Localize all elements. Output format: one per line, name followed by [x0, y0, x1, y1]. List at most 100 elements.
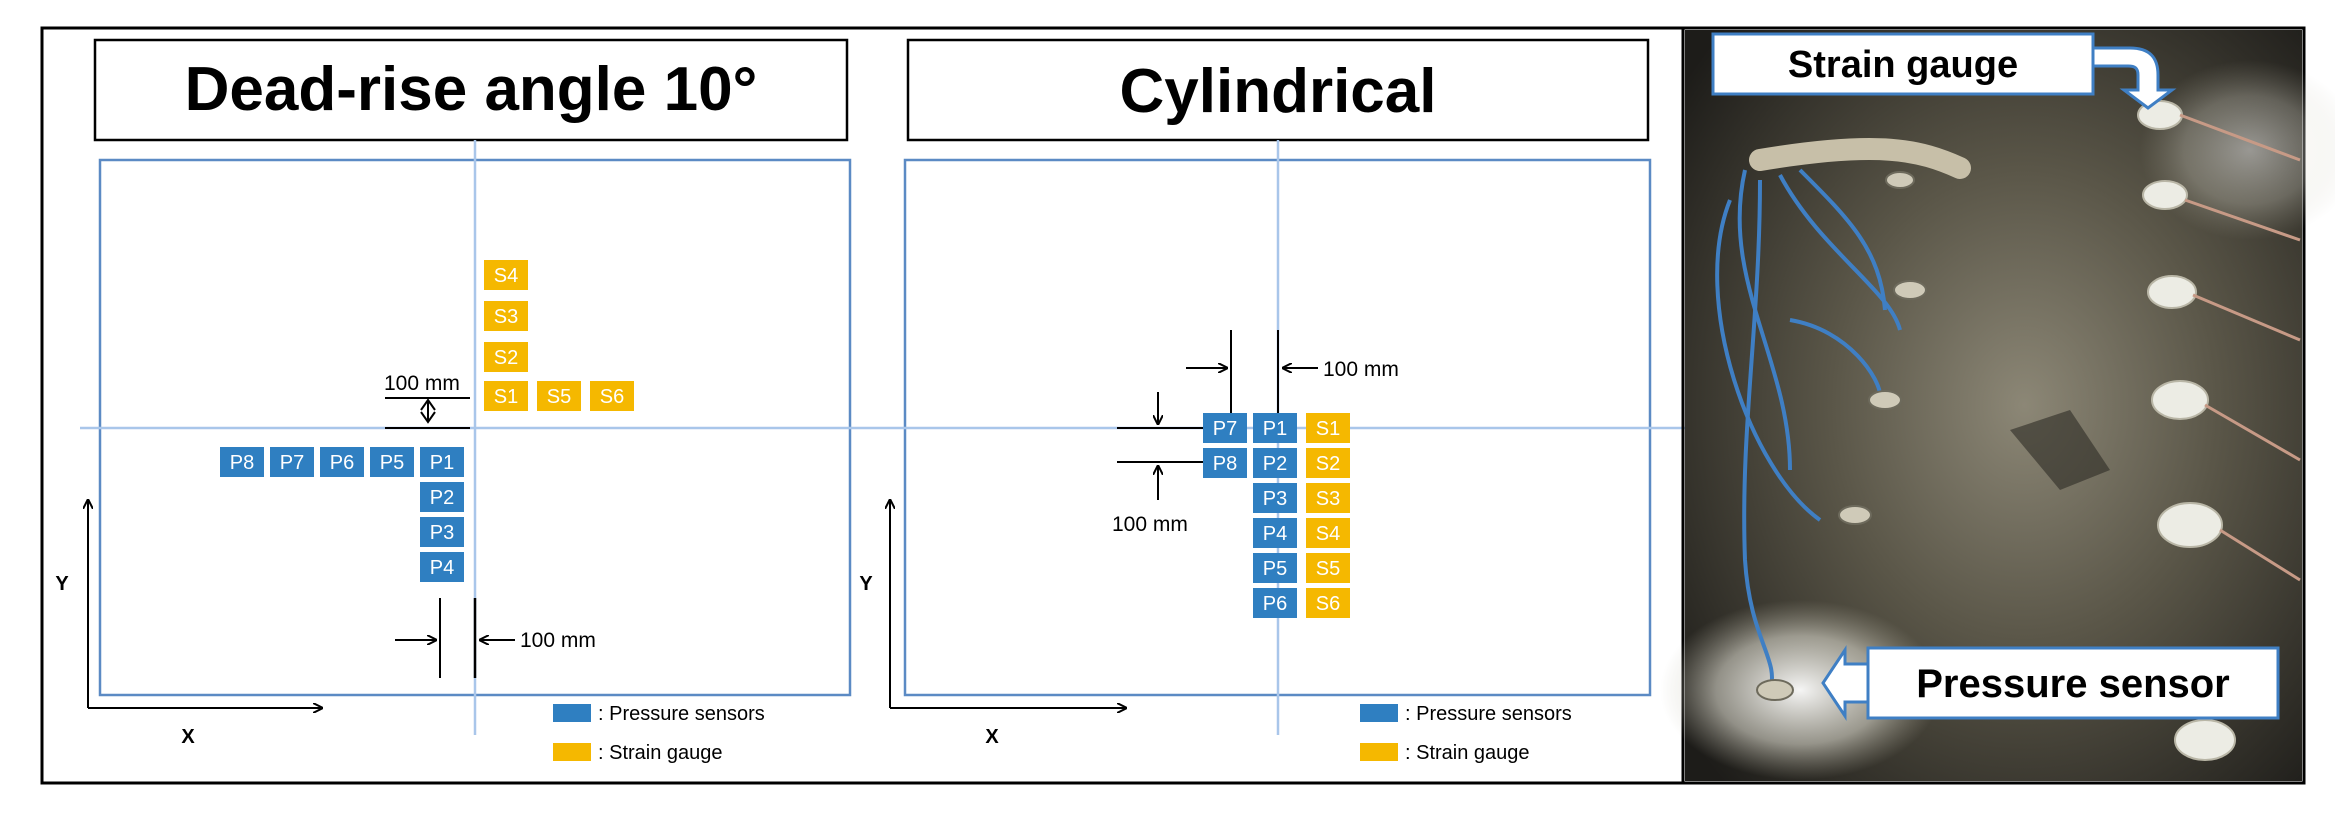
deadrise-strain-gauge-s1-box [484, 381, 528, 411]
deadrise-strain-gauge-s5: S5 [537, 381, 581, 411]
cylindrical-strain-gauge-s5-label: S5 [1316, 558, 1340, 580]
cylindrical-legend-pressure-label: : Pressure sensors [1405, 703, 1572, 725]
photo-blue-cables [1715, 168, 1902, 691]
cylindrical-strain-gauge-s4-box [1306, 518, 1350, 548]
deadrise-legend-pressure-label: : Pressure sensors [598, 703, 765, 725]
cylindrical-pressure-sensor-p3-box [1253, 483, 1297, 513]
cylindrical-strain-gauge-s2: S2 [1306, 448, 1350, 478]
deadrise-pressure-sensor-p6-label: P6 [330, 452, 354, 474]
photo-pressure-arrow-icon [1821, 645, 1870, 721]
cylindrical-pressure-sensor-p2-box [1253, 448, 1297, 478]
cylindrical-pressure-sensor-p1: P1 [1253, 413, 1297, 443]
cylindrical-strain-gauge-s3-box [1306, 483, 1350, 513]
deadrise-strain-gauge-s2-box [484, 342, 528, 372]
cylindrical-pressure-sensor-p8-label: P8 [1213, 453, 1237, 475]
deadrise-pressure-sensor-p6: P6 [320, 447, 364, 477]
deadrise-pressure-sensor-p8: P8 [220, 447, 264, 477]
cylindrical-title: Cylindrical [1120, 57, 1437, 126]
deadrise-pressure-sensor-p1-label: P1 [430, 452, 454, 474]
deadrise-spacing-label-top: 100 mm [384, 372, 460, 395]
deadrise-pressure-sensor-p4: P4 [420, 552, 464, 582]
photo-pressure-sensors [1756, 171, 1927, 701]
deadrise-pressure-sensor-p4-box [420, 552, 464, 582]
cylindrical-strain-gauge-s3-label: S3 [1316, 488, 1340, 510]
cylindrical-strain-gauge-s2-label: S2 [1316, 453, 1340, 475]
deadrise-strain-gauge-s5-label: S5 [547, 386, 571, 408]
deadrise-pressure-sensor-p5: P5 [370, 447, 414, 477]
deadrise-pressure-sensor-p3: P3 [420, 517, 464, 547]
panel-photo: Strain gauge Pressure sensor [1660, 28, 2335, 783]
cylindrical-pressure-sensor-p3: P3 [1253, 483, 1297, 513]
cylindrical-pressure-sensor-p7: P7 [1203, 413, 1247, 443]
cylindrical-pressure-sensor-p6: P6 [1253, 588, 1297, 618]
deadrise-title: Dead-rise angle 10° [185, 55, 758, 124]
cylindrical-y-axis-label: Y [859, 573, 873, 595]
deadrise-strain-gauge-s4-label: S4 [494, 265, 518, 287]
photo-pressure-label-box [1866, 646, 2280, 720]
cylindrical-pressure-sensor-p7-box [1203, 413, 1247, 443]
deadrise-pressure-sensor-p7-label: P7 [280, 452, 304, 474]
cylindrical-pressure-sensor-p6-label: P6 [1263, 593, 1287, 615]
cylindrical-pressure-sensor-p8-box [1203, 448, 1247, 478]
cylindrical-x-axis-label: X [985, 726, 999, 748]
deadrise-strain-gauge-s4-box [484, 260, 528, 290]
cylindrical-pressure-sensor-p5-box [1253, 553, 1297, 583]
cylindrical-pressure-sensor-p7-label: P7 [1213, 418, 1237, 440]
photo-strain-wires [2179, 113, 2301, 582]
deadrise-pressure-sensor-p2-label: P2 [430, 487, 454, 509]
cylindrical-strain-gauge-s5-box [1306, 553, 1350, 583]
cylindrical-pressure-sensor-p6-box [1253, 588, 1297, 618]
deadrise-strain-gauge-s6-box [590, 381, 634, 411]
panel-deadrise: Dead-rise angle 10° Y X 100 mm 100 mm P8… [55, 38, 880, 764]
deadrise-strain-gauge-s1-label: S1 [494, 386, 518, 408]
cylindrical-title-box [906, 38, 1650, 142]
deadrise-pressure-sensor-p8-box [220, 447, 264, 477]
cylindrical-spacing-label-top: 100 mm [1323, 358, 1399, 381]
cylindrical-strain-gauge-s6-box [1306, 588, 1350, 618]
deadrise-pressure-sensor-p6-box [320, 447, 364, 477]
cylindrical-spacing-label-left: 100 mm [1112, 513, 1188, 536]
cylindrical-pressure-sensor-p1-label: P1 [1263, 418, 1287, 440]
deadrise-pressure-sensor-p3-label: P3 [430, 522, 454, 544]
deadrise-legend-strain-label: : Strain gauge [598, 742, 723, 764]
photo-light-spot [1660, 600, 1940, 780]
deadrise-pressure-sensor-p2-box [420, 482, 464, 512]
deadrise-pressure-sensor-p3-box [420, 517, 464, 547]
deadrise-title-box [93, 38, 849, 142]
deadrise-strain-gauge-s1: S1 [484, 381, 528, 411]
deadrise-pressure-sensor-p5-label: P5 [380, 452, 404, 474]
deadrise-strain-gauge-s3-label: S3 [494, 306, 518, 328]
deadrise-strain-gauge-s2-label: S2 [494, 347, 518, 369]
deadrise-strain-gauge-s6-label: S6 [600, 386, 624, 408]
deadrise-legend-pressure-swatch [553, 704, 591, 722]
cylindrical-strain-gauge-s3: S3 [1306, 483, 1350, 513]
deadrise-strain-gauge-s3: S3 [484, 301, 528, 331]
deadrise-strain-gauge-s2: S2 [484, 342, 528, 372]
cylindrical-strain-gauge-s4-label: S4 [1316, 523, 1340, 545]
deadrise-spacing-label-bottom: 100 mm [520, 629, 596, 652]
photo-light-spot-top [2140, 60, 2335, 240]
photo-pressure-label: Pressure sensor [1916, 662, 2230, 706]
deadrise-x-axis-label: X [181, 726, 195, 748]
cylindrical-legend-strain-label: : Strain gauge [1405, 742, 1530, 764]
photo-cable-bundle [1749, 137, 1971, 179]
cylindrical-pressure-sensor-p2-label: P2 [1263, 453, 1287, 475]
photo-shadow [2010, 410, 2110, 490]
cylindrical-strain-gauge-s4: S4 [1306, 518, 1350, 548]
deadrise-pressure-sensor-p4-label: P4 [430, 557, 454, 579]
deadrise-dim-arrowhead-up [420, 398, 436, 411]
cylindrical-pressure-sensor-p5: P5 [1253, 553, 1297, 583]
deadrise-strain-gauge-s4: S4 [484, 260, 528, 290]
cylindrical-strain-gauge-s5: S5 [1306, 553, 1350, 583]
cylindrical-strain-gauge-s6: S6 [1306, 588, 1350, 618]
cylindrical-pressure-sensor-p8: P8 [1203, 448, 1247, 478]
deadrise-legend-strain-swatch [553, 743, 591, 761]
deadrise-pressure-sensor-p1: P1 [420, 447, 464, 477]
cylindrical-pressure-sensor-p2: P2 [1253, 448, 1297, 478]
cylindrical-pressure-sensor-p4-box [1253, 518, 1297, 548]
